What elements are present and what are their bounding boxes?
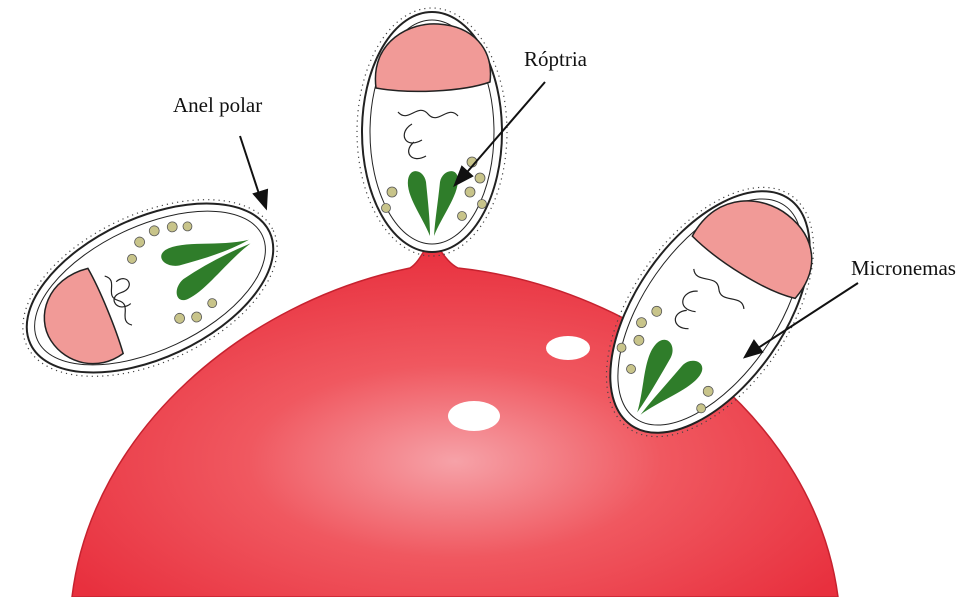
merozoite-top [357,8,507,256]
arrowhead-polar-ring [254,190,267,208]
label-micronemes: Micronemas [851,258,956,279]
label-rhoptry: Róptria [524,49,587,70]
erythrocyte-spot [546,336,590,360]
label-polar-ring: Anel polar [173,95,262,116]
erythrocyte-spot [448,401,500,431]
